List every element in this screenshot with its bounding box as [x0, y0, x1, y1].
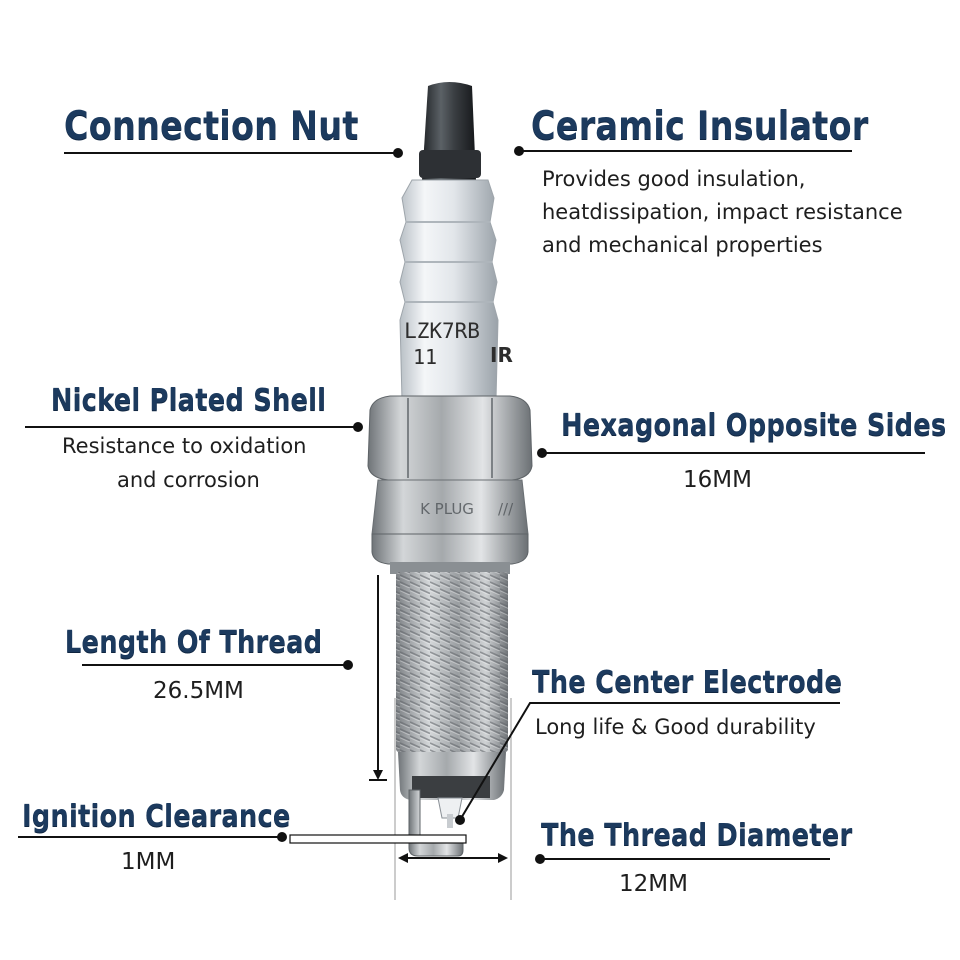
shell-body-part: K PLUG /// — [371, 479, 529, 574]
ceramic-insulator-part: LZK7RB 11 IR — [399, 179, 513, 401]
model-label: LZK7RB — [404, 319, 480, 343]
ceramic-insulator-desc-2: heatdissipation, impact resistance — [542, 200, 903, 224]
thread-diameter-title: The Thread Diameter — [541, 818, 853, 853]
hexagonal-sides-title: Hexagonal Opposite Sides — [561, 408, 947, 443]
shell-band-tail: /// — [498, 500, 514, 518]
leader-center-electrode — [459, 702, 840, 821]
shell-band-text: K PLUG — [420, 500, 474, 518]
hexagonal-sides-value: 16MM — [683, 467, 752, 493]
ignition-gap-marker — [289, 834, 467, 844]
thread-diameter-value: 12MM — [619, 871, 688, 897]
center-electrode-title: The Center Electrode — [532, 665, 843, 700]
nickel-plated-shell-title: Nickel Plated Shell — [50, 383, 326, 418]
model-sub-label: 11 — [413, 345, 437, 369]
ignition-clearance-title: Ignition Clearance — [22, 799, 291, 834]
connection-nut-title: Connection Nut — [64, 104, 359, 149]
thread-diameter-dimension — [394, 698, 512, 900]
side-mark-label: IR — [490, 343, 513, 367]
ceramic-insulator-title: Ceramic Insulator — [531, 104, 869, 149]
leader-dots — [277, 146, 547, 864]
ceramic-insulator-desc-3: and mechanical properties — [542, 233, 823, 257]
hex-nut-part — [367, 395, 533, 481]
nickel-plated-shell-desc-2: and corrosion — [117, 468, 260, 492]
ignition-clearance-value: 1MM — [121, 849, 176, 875]
length-of-thread-title: Length Of Thread — [64, 625, 322, 660]
length-of-thread-value: 26.5MM — [153, 678, 244, 704]
nickel-plated-shell-desc-1: Resistance to oxidation — [62, 434, 307, 458]
terminal-nut-part — [419, 82, 481, 180]
leader-lines — [18, 150, 925, 860]
ceramic-insulator-desc-1: Provides good insulation, — [542, 167, 806, 191]
center-electrode-desc: Long life & Good durability — [535, 715, 816, 739]
thread-part — [396, 572, 508, 800]
thread-length-dimension — [369, 575, 387, 781]
